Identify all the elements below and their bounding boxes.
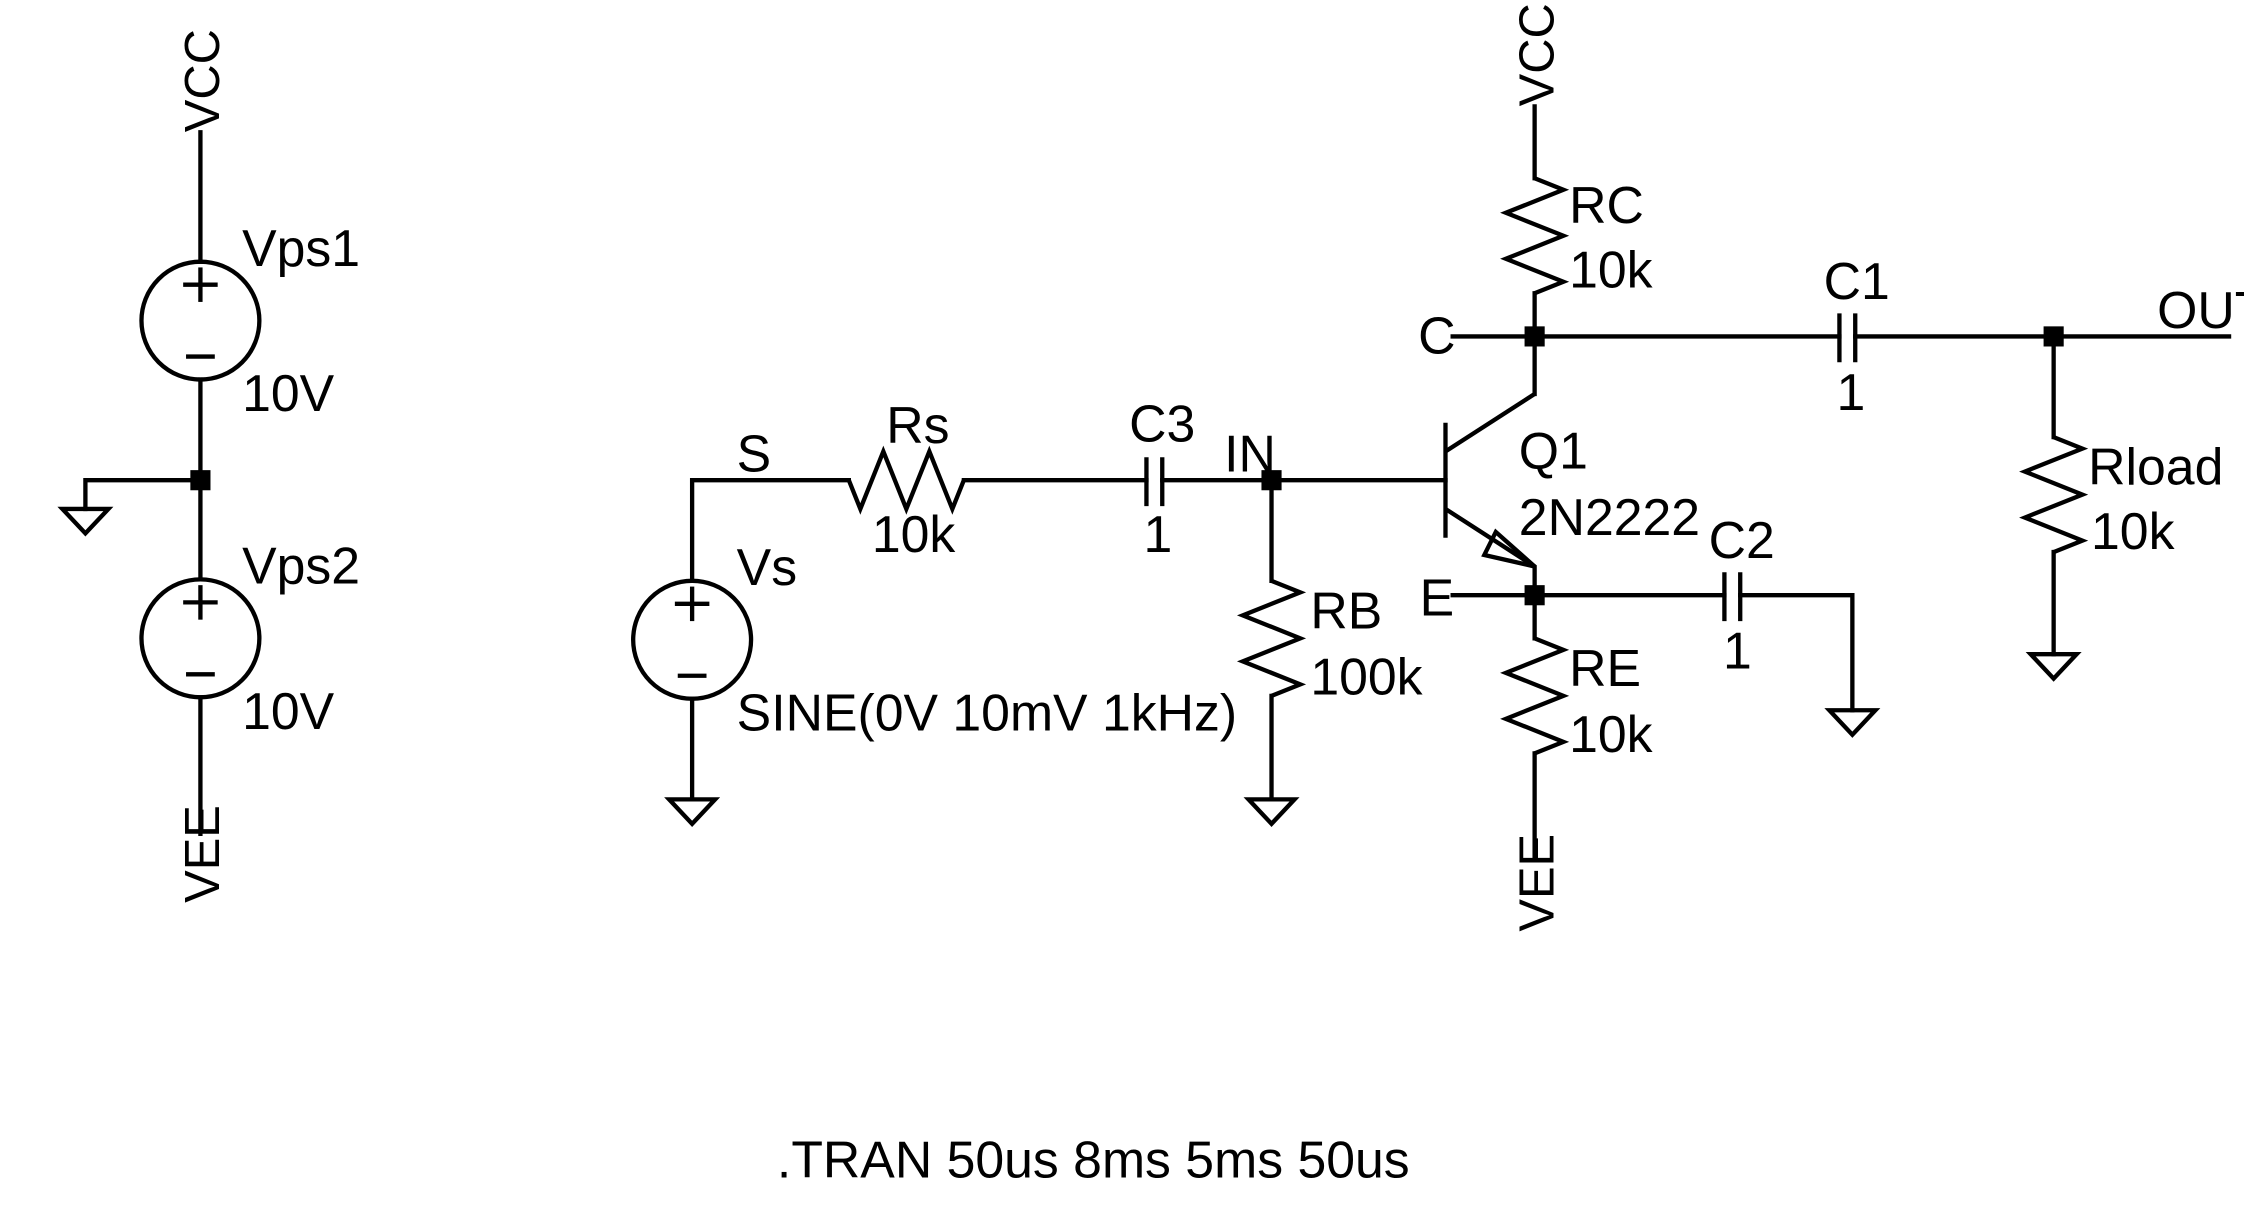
- collector-node-label: C: [1418, 307, 1455, 365]
- signal-source-section: S Vs SINE(0V 10mV 1kHz) Rs 10k C3 1: [631, 394, 1448, 827]
- q1-name-label: Q1: [1519, 422, 1588, 480]
- output-section: C1 1 OUT Rload 10k: [1824, 252, 2244, 682]
- c1-value-label: 1: [1837, 363, 1866, 421]
- c1-capacitor[interactable]: [1837, 313, 1858, 363]
- vps1-voltage-source[interactable]: [139, 259, 262, 382]
- wire: [1738, 593, 1855, 713]
- rload-value-label: 10k: [2091, 502, 2175, 560]
- vcc-collector-net-label: VCC: [1510, 3, 1564, 106]
- emitter-arrow-icon: [1481, 528, 1537, 569]
- re-name-label: RE: [1569, 639, 1641, 697]
- rb-name-label: RB: [1310, 581, 1382, 639]
- resistor-zigzag: [1236, 578, 1307, 698]
- resistor-zigzag: [1500, 636, 1570, 756]
- rs-resistor[interactable]: [846, 445, 966, 515]
- junction-dot: [1524, 326, 1545, 347]
- spice-directive[interactable]: .TRAN 50us 8ms 5ms 50us: [777, 1130, 1410, 1188]
- rs-value-label: 10k: [872, 505, 956, 563]
- power-supply-section: VCC Vps1 10V Vps2 10V VEE: [57, 29, 360, 903]
- emitter-node-label: E: [1420, 568, 1455, 626]
- resistor-zigzag: [846, 445, 966, 515]
- ground-icon: [1243, 797, 1300, 827]
- wire: [83, 478, 203, 512]
- rload-resistor[interactable]: [2019, 435, 2089, 555]
- vps2-value-label: 10V: [242, 682, 335, 740]
- resistor-zigzag: [2019, 435, 2089, 555]
- resistor-zigzag: [1500, 176, 1570, 296]
- rc-value-label: 10k: [1569, 241, 1653, 299]
- c3-name-label: C3: [1129, 394, 1195, 452]
- c3-value-label: 1: [1144, 505, 1173, 563]
- vee-emitter-net-label: VEE: [1510, 834, 1564, 932]
- vs-value-label: SINE(0V 10mV 1kHz): [737, 683, 1237, 741]
- c2-capacitor[interactable]: [1722, 572, 1743, 622]
- ground-icon: [664, 797, 721, 827]
- c2-name-label: C2: [1709, 511, 1775, 569]
- q1-model-label: 2N2222: [1519, 488, 1700, 546]
- vs-name-label: Vs: [737, 538, 797, 596]
- rc-name-label: RC: [1569, 176, 1644, 234]
- vps2-name-label: Vps2: [242, 537, 360, 595]
- vcc-supply-net-label: VCC: [176, 29, 230, 132]
- vps2-voltage-source[interactable]: [139, 577, 262, 700]
- re-value-label: 10k: [1569, 705, 1653, 763]
- vps1-name-label: Vps1: [242, 219, 360, 277]
- vee-supply-net-label: VEE: [176, 805, 230, 903]
- rb-value-label: 100k: [1310, 647, 1422, 705]
- rb-resistor[interactable]: [1236, 578, 1307, 698]
- ground-icon: [2025, 652, 2082, 682]
- c1-name-label: C1: [1824, 252, 1890, 310]
- vps1-value-label: 10V: [242, 364, 335, 422]
- wire: [689, 478, 851, 583]
- amplifier-stage: VCC RC 10k C Q1 2N2222 E C2 1: [1418, 3, 1881, 932]
- ground-icon: [57, 506, 114, 537]
- rload-name-label: Rload: [2088, 438, 2223, 496]
- ground-icon: [1824, 708, 1881, 738]
- output-node-label: OUT: [2157, 281, 2244, 339]
- re-resistor[interactable]: [1500, 636, 1570, 756]
- junction-dot: [190, 470, 211, 491]
- c3-capacitor[interactable]: [1144, 457, 1165, 507]
- rs-name-label: Rs: [886, 396, 949, 454]
- source-node-label: S: [737, 425, 772, 483]
- rc-resistor[interactable]: [1500, 176, 1570, 296]
- c2-value-label: 1: [1723, 622, 1752, 680]
- vs-voltage-source[interactable]: [631, 578, 754, 701]
- transistor-collector-lead: [1444, 392, 1536, 454]
